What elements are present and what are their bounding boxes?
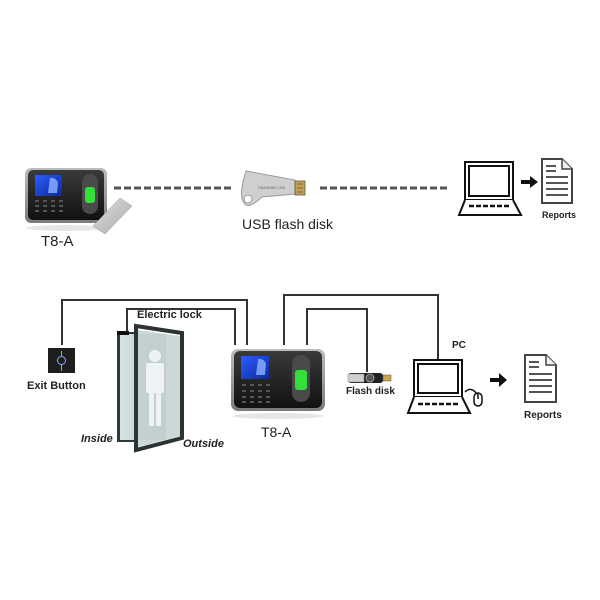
device-label-bottom: T8-A	[261, 424, 292, 440]
wire-exit-button-to-device	[61, 299, 248, 345]
report-document-icon-top	[541, 158, 573, 204]
wire-lock-to-device	[126, 308, 236, 345]
device-label-top: T8-A	[41, 233, 74, 250]
reports-label-top: Reports	[542, 210, 577, 220]
fingerprint-sensor	[85, 187, 95, 203]
report-document-icon-bottom	[524, 354, 557, 403]
t8a-device-bottom	[231, 349, 325, 419]
electric-lock-label: Electric lock	[137, 309, 202, 321]
laptop-icon-top	[457, 161, 523, 216]
inside-label: Inside	[81, 433, 113, 445]
pc-label: PC	[452, 340, 466, 351]
fingerprint-sensor	[295, 370, 307, 390]
mouse-icon	[464, 388, 483, 407]
arrow-right-icon-top	[521, 176, 538, 188]
flash-disk-icon	[347, 373, 392, 383]
wire-device-to-flash-disk	[306, 308, 368, 372]
t8a-device-top	[25, 168, 107, 231]
wire-device-to-pc	[283, 294, 439, 360]
usb-brand-text: GRANDING 1GB	[258, 186, 286, 190]
laptop-icon-bottom	[406, 359, 472, 414]
reports-label-bottom: Reports	[524, 410, 562, 421]
wiring	[61, 294, 439, 372]
door-icon	[117, 323, 184, 453]
outside-label: Outside	[183, 438, 224, 450]
flash-disk-label: Flash disk	[346, 386, 395, 397]
exit-button-device-icon	[48, 348, 75, 373]
usb-flash-disk-label: USB flash disk	[242, 216, 334, 232]
exit-button-label: Exit Button	[27, 380, 86, 392]
usb-key-icon: GRANDING 1GB	[240, 170, 306, 206]
rfid-card-icon	[92, 197, 133, 235]
arrow-right-icon-bottom	[490, 373, 507, 387]
